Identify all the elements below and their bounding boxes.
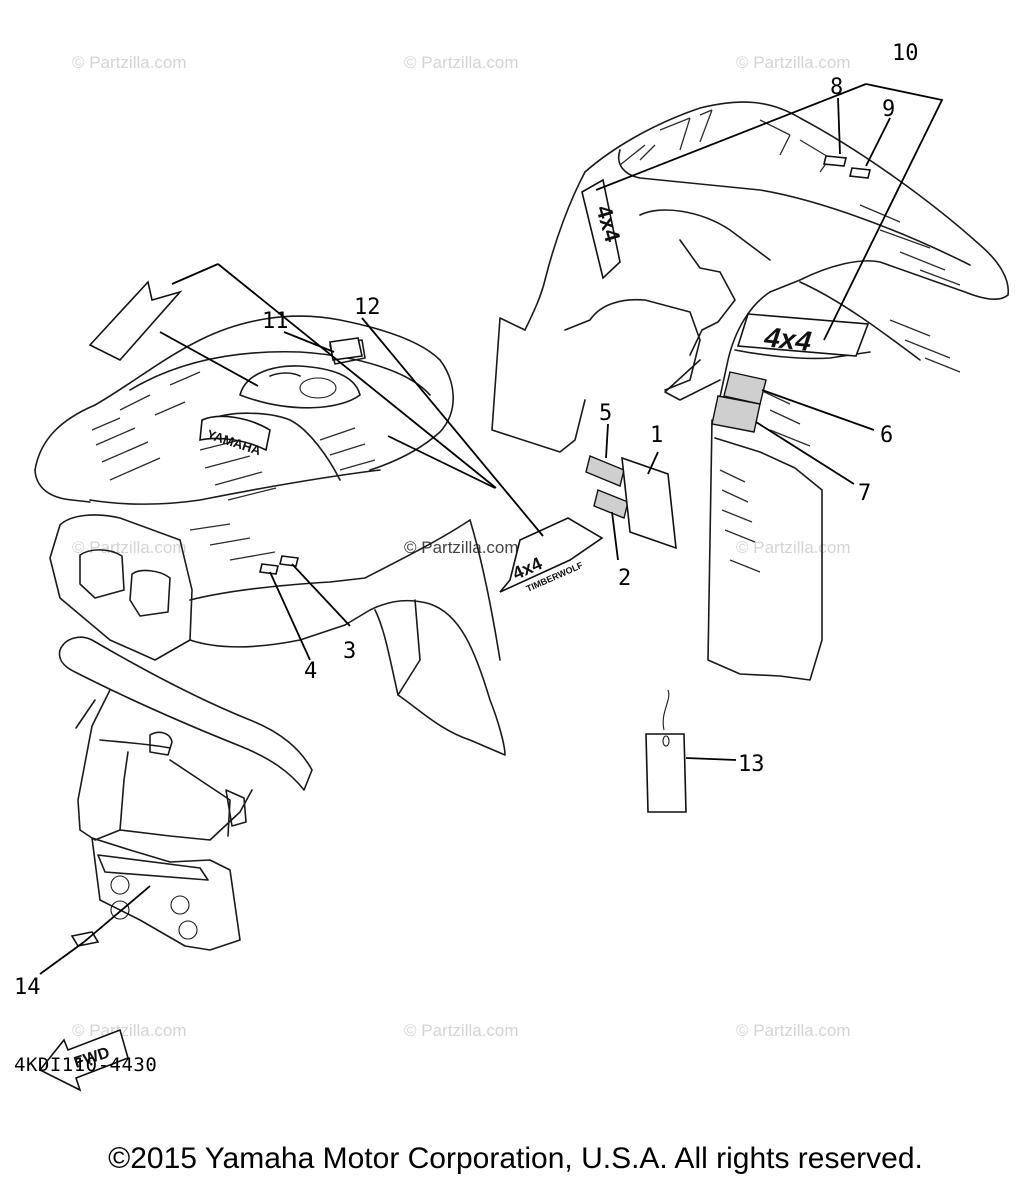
callout-6: 6	[880, 423, 893, 448]
diagram-code: 4KDI110-4430	[14, 1054, 158, 1076]
callout-11: 11	[262, 309, 289, 334]
loose-decals: 4x4 TIMBERWOLF	[499, 455, 677, 594]
callout-8: 8	[830, 75, 843, 100]
callout-numbers: 1 2 3 4 5 6 7 8 9 10 11 12 13 14	[14, 41, 919, 1000]
hang-tag	[645, 689, 687, 813]
copyright-notice: ©2015 Yamaha Motor Corporation, U.S.A. A…	[108, 1142, 923, 1175]
callout-3: 3	[343, 639, 356, 664]
callout-7: 7	[858, 481, 871, 506]
callout-13: 13	[738, 752, 765, 777]
callout-9: 9	[882, 97, 895, 122]
watermark-layer: © Partzilla.com © Partzilla.com © Partzi…	[72, 53, 851, 1040]
rear-4x4-decal: 4x4	[760, 321, 817, 357]
watermark: © Partzilla.com	[404, 53, 519, 72]
watermark: © Partzilla.com	[736, 53, 851, 72]
callout-1: 1	[650, 423, 663, 448]
watermark: © Partzilla.com	[404, 538, 519, 557]
front-fender: YAMAHA	[34, 280, 506, 756]
callout-12: 12	[354, 295, 381, 320]
watermark: © Partzilla.com	[72, 538, 187, 557]
watermark: © Partzilla.com	[72, 53, 187, 72]
callout-10: 10	[892, 41, 919, 66]
watermark: © Partzilla.com	[404, 1021, 519, 1040]
callout-14: 14	[14, 975, 41, 1000]
callout-4: 4	[304, 659, 317, 684]
fwd-arrow: FWD	[38, 1028, 129, 1092]
rear-fender: 4x4 4x4	[491, 101, 1009, 681]
watermark: © Partzilla.com	[72, 1021, 187, 1040]
callout-2: 2	[618, 566, 631, 591]
callout-5: 5	[599, 401, 612, 426]
front-bumper	[58, 636, 313, 951]
watermark: © Partzilla.com	[736, 1021, 851, 1040]
leader-lines	[39, 83, 944, 975]
